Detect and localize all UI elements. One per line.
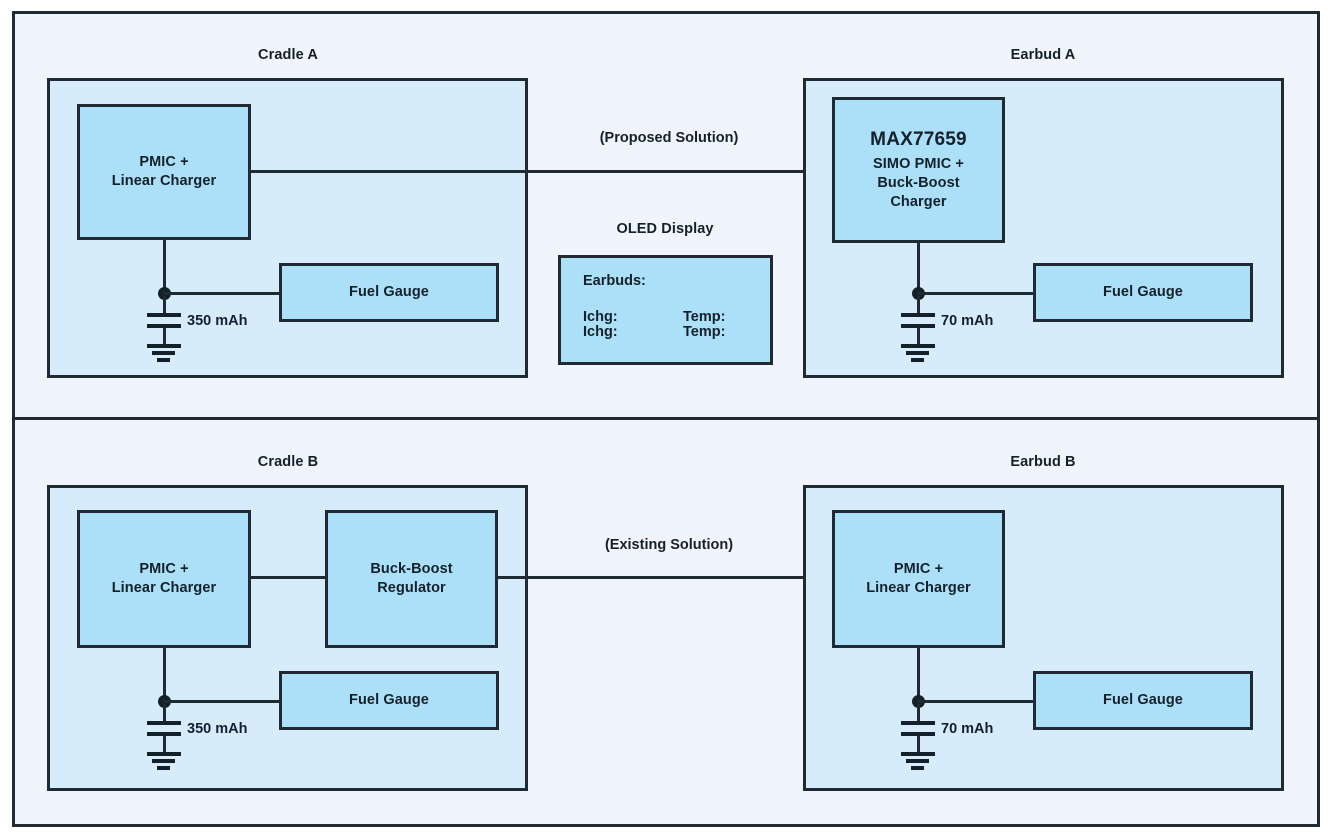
oled-temp-label-1: Temp:	[683, 309, 726, 326]
earbud-b-battery-wire	[917, 646, 920, 704]
cradle-b-ground-bar-1	[147, 752, 181, 756]
cradle-a-title: Cradle A	[258, 47, 318, 63]
earbud-a-cap-lead-top	[917, 296, 920, 313]
earbud-b-pmic-block: PMIC + Linear Charger	[832, 510, 1005, 648]
earbud-b-fuel-gauge-wire	[917, 700, 1036, 703]
earbud-a-cap-plate-top	[901, 313, 935, 317]
cradle-a-cap-lead-top	[163, 296, 166, 313]
earbud-a-ground-bar-2	[906, 351, 929, 355]
earbud-a-ground-bar-1	[901, 344, 935, 348]
cradle-a-battery-capacity: 350 mAh	[187, 313, 248, 329]
cradle-b-battery-capacity: 350 mAh	[187, 721, 248, 737]
proposed-solution-label: (Proposed Solution)	[599, 130, 739, 146]
earbud-b-cap-lead-bottom	[917, 736, 920, 752]
earbud-b-ground-bar-3	[911, 766, 924, 770]
earbud-b-fuel-gauge-block: Fuel Gauge	[1033, 671, 1253, 730]
cradle-a-fuel-gauge-block: Fuel Gauge	[279, 263, 499, 322]
cradle-a-cap-lead-bottom	[163, 328, 166, 344]
cradle-b-title: Cradle B	[257, 454, 319, 470]
cradle-a-to-earbud-a-wire	[249, 170, 816, 173]
earbud-b-ground-bar-1	[901, 752, 935, 756]
oled-row-spacer	[583, 289, 770, 310]
cradle-b-cap-lead-bottom	[163, 736, 166, 752]
earbud-b-pmic-line1: PMIC +	[893, 561, 944, 578]
earbud-a-cap-plate-bottom	[901, 324, 935, 328]
cradle-a-pmic-line2: Linear Charger	[111, 173, 217, 189]
cradle-b-cap-lead-top	[163, 704, 166, 721]
cradle-b-to-earbud-b-wire	[496, 576, 816, 579]
earbud-a-ground-bar-3	[911, 358, 924, 362]
earbud-a-pmic-line1: SIMO PMIC +	[873, 156, 964, 173]
earbud-b-pmic-line2: Linear Charger	[866, 580, 971, 596]
cradle-a-ground-bar-2	[152, 351, 175, 355]
cradle-a-ground-bar-3	[157, 358, 170, 362]
earbud-a-pmic-line2: Buck-Boost	[877, 174, 960, 191]
oled-row-1: Ichg: Temp:	[583, 309, 770, 326]
cradle-b-regulator-block: Buck-Boost Regulator	[325, 510, 498, 648]
cradle-a-battery-wire	[163, 238, 166, 296]
oled-ichg-label-1: Ichg:	[583, 309, 618, 326]
cradle-b-fuel-gauge-block: Fuel Gauge	[279, 671, 499, 730]
cradle-b-cap-plate-top	[147, 721, 181, 725]
earbud-b-battery-capacity: 70 mAh	[941, 721, 994, 737]
cradle-b-pmic-to-regulator-wire	[249, 576, 327, 579]
cradle-a-cap-plate-top	[147, 313, 181, 317]
earbud-a-pmic-line3: Charger	[890, 193, 947, 210]
earbud-b-cap-plate-bottom	[901, 732, 935, 736]
cradle-b-battery-wire	[163, 646, 166, 704]
oled-temp-label-2: Temp:	[683, 324, 726, 341]
oled-row-2: Ichg: Temp:	[583, 325, 770, 340]
cradle-b-fuel-gauge-label: Fuel Gauge	[349, 692, 429, 709]
cradle-b-pmic-line2: Linear Charger	[111, 580, 217, 596]
cradle-b-fuel-gauge-wire	[163, 700, 280, 703]
cradle-b-pmic-block: PMIC + Linear Charger	[77, 510, 251, 648]
cradle-a-pmic-block: PMIC + Linear Charger	[77, 104, 251, 240]
cradle-a-cap-plate-bottom	[147, 324, 181, 328]
cradle-a-fuel-gauge-wire	[163, 292, 280, 295]
cradle-b-regulator-line2: Regulator	[377, 580, 446, 596]
cradle-a-fuel-gauge-label: Fuel Gauge	[349, 284, 429, 301]
cradle-a-ground-bar-1	[147, 344, 181, 348]
oled-ichg-label-2: Ichg:	[583, 324, 618, 341]
earbud-b-ground-bar-2	[906, 759, 929, 763]
oled-display-title: OLED Display	[616, 221, 714, 237]
cradle-b-cap-plate-bottom	[147, 732, 181, 736]
earbud-a-cap-lead-bottom	[917, 328, 920, 344]
earbud-a-part-number: MAX77659	[870, 129, 967, 151]
earbud-a-title: Earbud A	[1010, 47, 1076, 63]
cradle-b-regulator-line1: Buck-Boost	[370, 561, 453, 578]
earbud-b-cap-lead-top	[917, 704, 920, 721]
oled-display-screen: Earbuds: Ichg: Temp: Ichg: Temp:	[558, 255, 773, 365]
earbud-a-battery-wire	[917, 241, 920, 296]
earbud-b-title: Earbud B	[1010, 454, 1076, 470]
existing-solution-label: (Existing Solution)	[604, 537, 734, 553]
earbud-a-battery-capacity: 70 mAh	[941, 313, 994, 329]
oled-row-earbuds: Earbuds:	[583, 273, 770, 289]
cradle-b-ground-bar-3	[157, 766, 170, 770]
earbud-a-fuel-gauge-block: Fuel Gauge	[1033, 263, 1253, 322]
earbud-b-fuel-gauge-label: Fuel Gauge	[1103, 692, 1183, 709]
cradle-b-ground-bar-2	[152, 759, 175, 763]
earbud-a-fuel-gauge-label: Fuel Gauge	[1103, 284, 1183, 301]
earbud-b-cap-plate-top	[901, 721, 935, 725]
earbud-a-max77659-block: MAX77659 SIMO PMIC + Buck-Boost Charger	[832, 97, 1005, 243]
earbud-a-fuel-gauge-wire	[917, 292, 1036, 295]
cradle-b-pmic-line1: PMIC +	[139, 561, 189, 578]
cradle-a-pmic-line1: PMIC +	[139, 154, 189, 171]
section-divider	[12, 417, 1320, 420]
oled-earbuds-label: Earbuds:	[583, 273, 646, 289]
